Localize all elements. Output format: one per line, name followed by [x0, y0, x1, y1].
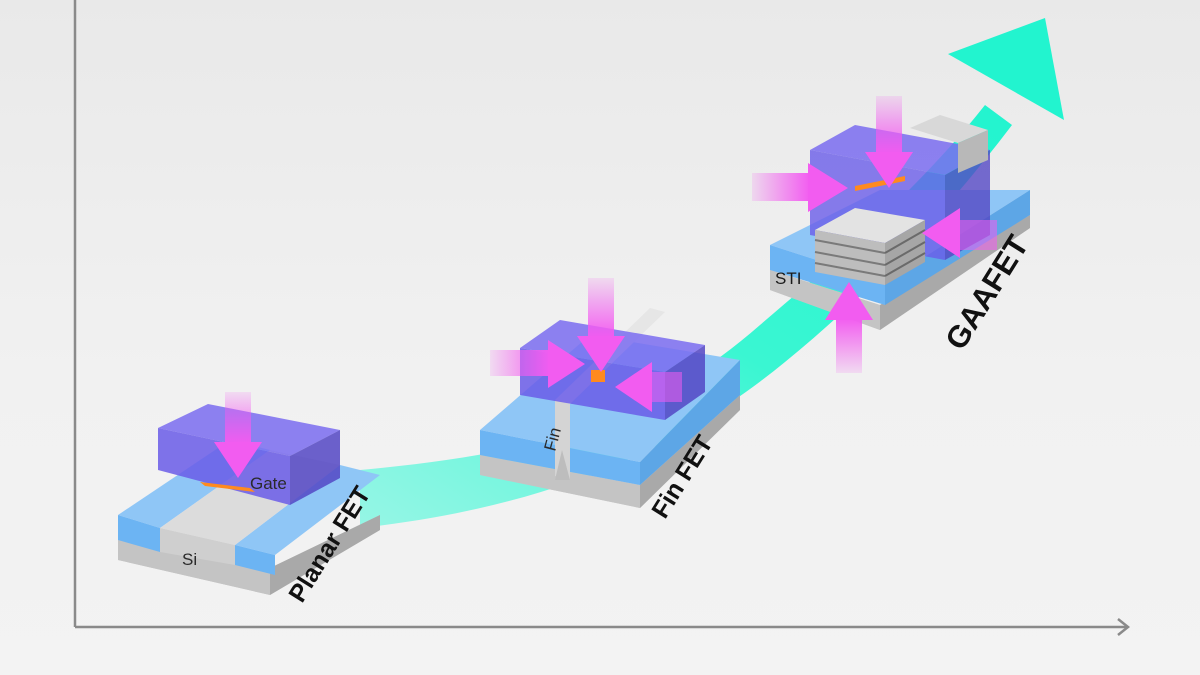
nanosheet-stack	[814, 208, 926, 285]
x-axis-arrowhead	[1117, 618, 1131, 636]
progress-arrow	[360, 18, 1064, 528]
si-label: Si	[182, 550, 197, 569]
arrowhead	[948, 18, 1064, 120]
axes	[73, 0, 1131, 636]
gate-label: Gate	[250, 474, 287, 493]
planar-fet: Gate Si Planar FET	[118, 392, 380, 607]
sti-label: STI	[775, 269, 801, 288]
fin-fet: Fin Fin FET	[480, 278, 740, 523]
